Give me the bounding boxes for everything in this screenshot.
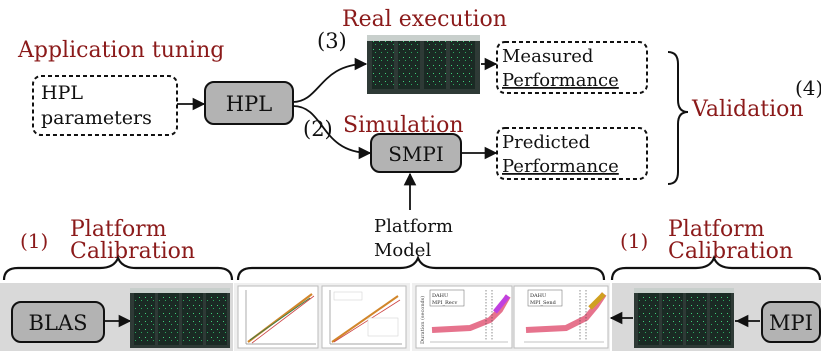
mpi-recv-plot: Duration (seconds) DAHU MPI_Recv [415,285,513,349]
validation-label: Validation [691,97,804,122]
hpl-node-label: HPL [226,92,272,116]
hpl-parameters-line2: parameters [41,107,152,129]
measured-line2: Performance [502,70,619,91]
platform-calibration-right-line2: Calibration [668,239,793,264]
blas-node-label: BLAS [29,311,88,335]
datacenter-photo-real [367,35,480,94]
step-3-label: (3) [317,29,347,53]
platform-model-line1: Platform [374,216,453,237]
hpl-parameters-line1: HPL [41,82,83,104]
validation-brace [667,51,689,185]
brace-left [2,255,234,281]
arrow-hpl-to-smpi [292,105,372,160]
platform-model-line2: Model [374,240,431,261]
brace-right [610,255,821,281]
platform-calibration-left-line2: Calibration [70,239,195,264]
platform-calibration-left-line1: Platform [70,217,167,242]
blas-plot-1 [237,285,319,349]
arrow-hpl-to-real [292,57,368,103]
mpi-send-box-line1: DAHU [530,293,546,299]
datacenter-photo-mpi [634,288,734,348]
step-4-label: (4) [795,76,821,100]
blas-node [11,301,105,343]
measured-line1: Measured [502,46,593,67]
mpi-node [761,301,821,343]
application-tuning-label: Application tuning [17,38,224,63]
measured-performance-box [496,41,648,94]
hpl-parameters-box [32,75,178,136]
mpi-node-label: MPI [769,311,813,335]
datacenter-photo-blas [130,288,230,348]
brace-middle [236,255,606,281]
mpi-send-box-line2: MPI_Send [530,300,557,306]
real-execution-label: Real execution [342,7,507,32]
predicted-line1: Predicted [502,132,590,153]
mpi-recv-box-line1: DAHU [432,293,448,299]
predicted-performance-box [496,127,648,180]
step-1-right-label: (1) [620,229,648,253]
step-1-left-label: (1) [20,229,48,253]
duration-axis-label: Duration (seconds) [419,296,426,344]
blas-plot-2 [321,285,407,349]
mpi-recv-box-line2: MPI_Recv [432,300,457,306]
mpi-send-plot: DAHU MPI_Send [513,285,609,349]
smpi-node-label: SMPI [388,142,444,166]
platform-calibration-right-line1: Platform [668,217,765,242]
predicted-line2: Performance [502,156,619,177]
